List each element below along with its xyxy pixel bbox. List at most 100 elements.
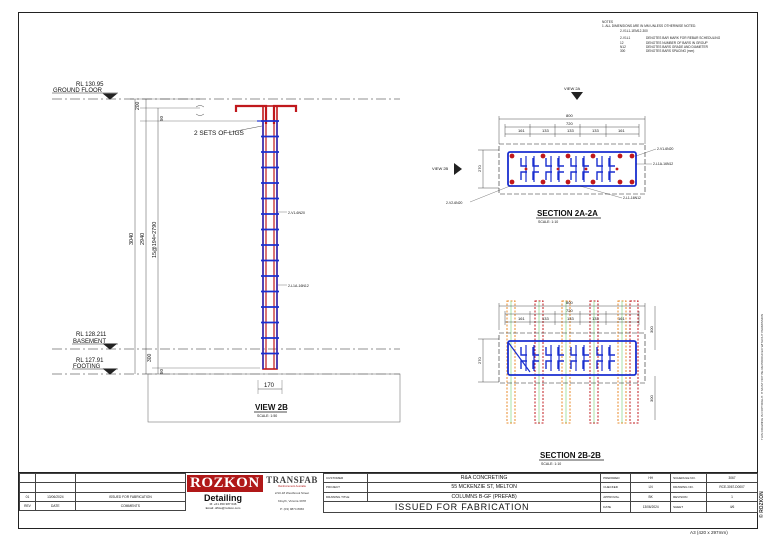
prepared-value: HH — [630, 472, 672, 484]
prepared-label: PREPARED — [600, 472, 632, 484]
issue-status: ISSUED FOR FABRICATION — [322, 500, 602, 513]
link-bar — [608, 158, 615, 167]
rl-footing: RL 127.91 — [76, 358, 104, 364]
rebar-dot — [629, 153, 635, 159]
sheet-size: A3 (420 x 297mm) — [690, 530, 728, 535]
copyright-text: THIS DRAWING IS COPYRIGHT. IT MUST NOT B… — [760, 313, 764, 440]
sa-l1b-label: 2-L1-16N12 — [623, 196, 641, 200]
link-bar — [520, 360, 527, 369]
section-2a: VIEW 2A VIEW 2B 800 720 161 133 133 133 … — [432, 86, 674, 224]
link-bar — [545, 171, 552, 180]
drawing-no-value: RCE-3067-D0007 — [706, 482, 758, 493]
section-2a-title: SECTION 2A-2A — [537, 209, 598, 218]
sb-dim-1: 161 — [518, 316, 525, 321]
sb-dim-5: 161 — [618, 316, 625, 321]
link-bar — [570, 347, 577, 356]
sa-dim-4: 133 — [592, 128, 599, 133]
side-margin: THIS DRAWING IS COPYRIGHT. IT MUST NOT B… — [759, 290, 767, 520]
section-2b-scale: SCALE: 1:10 — [541, 462, 561, 466]
link-bar — [545, 347, 552, 356]
rebar-dot — [524, 167, 528, 171]
sa-dim-inner: 720 — [566, 121, 573, 126]
notes-title: NOTES — [602, 20, 613, 24]
basement-label: BASEMENT — [73, 339, 106, 345]
rebar-dot — [590, 153, 596, 159]
customer-label: CUSTOMER — [323, 472, 368, 484]
dim-50-top: 50 — [159, 115, 164, 121]
rl-top: RL 130.95 — [76, 82, 104, 88]
rebar-dot — [509, 153, 515, 159]
sa-v1-label: 2-V1-6N20 — [657, 147, 674, 151]
revision-row — [19, 472, 187, 484]
rebar-dot — [617, 153, 623, 159]
link-bar — [582, 171, 589, 180]
sb-dim-3: 133 — [567, 316, 574, 321]
rozkon-logo: ROZKON Detailing M: +61 450 387 646 Emai… — [187, 475, 263, 511]
side-brand: © ROZKON — [759, 491, 765, 518]
schedule-value: 3067 — [706, 472, 758, 484]
link-bar — [557, 171, 564, 180]
link-bar — [545, 360, 552, 369]
sb-dim-overall: 800 — [566, 300, 573, 305]
project-label: PROJECT — [323, 482, 368, 493]
sb-dim-inner: 720 — [566, 308, 573, 313]
rebar-dot — [540, 179, 546, 185]
link-bar — [532, 158, 539, 167]
transfab-logo: TRANSFAB Reinforcement Australia 2/10-18… — [263, 475, 321, 511]
ligs-label: 2 SETS OF LIGS — [194, 130, 245, 137]
link-bar — [520, 347, 527, 356]
link-bar — [596, 171, 603, 180]
dim-50-bottom: 50 — [159, 368, 164, 374]
link-bar — [557, 158, 564, 167]
link-bar — [557, 347, 564, 356]
rl-basement: RL 128.211 — [76, 332, 107, 338]
sb-dim-2: 133 — [542, 316, 549, 321]
dim-spacing: 15@194=2790 — [152, 222, 158, 258]
rebar-dot — [540, 153, 546, 159]
section-2b-title: SECTION 2B-2B — [540, 451, 601, 460]
view-2b-scale: SCALE: 1:50 — [257, 414, 277, 418]
drawing-sheet — [18, 12, 758, 529]
rozkon-name: ROZKON — [187, 475, 263, 492]
revision-value: 1 — [706, 491, 758, 502]
link-bar — [582, 347, 589, 356]
transfab-addr1: 2/10-18 Westbrook Street — [274, 491, 310, 495]
ground-floor-label: GROUND FLOOR — [53, 88, 103, 94]
sb-dim-4: 133 — [592, 316, 599, 321]
sa-dim-2: 133 — [542, 128, 549, 133]
sa-dim-3: 133 — [567, 128, 574, 133]
link-bar — [520, 158, 527, 167]
checked-label: CHECKED — [600, 482, 632, 493]
dim-300: 300 — [147, 353, 153, 362]
rozkon-detailing: Detailing — [203, 493, 242, 503]
sheet-label: SHEET — [670, 500, 708, 513]
sa-dim-5: 161 — [618, 128, 625, 133]
link-bar — [582, 158, 589, 167]
date-label: DATE — [600, 500, 632, 513]
sb-dim-r2: 300 — [649, 395, 654, 402]
sb-dim-r1: 300 — [649, 326, 654, 333]
rebar-dot — [556, 167, 560, 171]
rebar-dot — [565, 153, 571, 159]
rebar-dot — [617, 179, 623, 185]
link-bar — [557, 360, 564, 369]
rozkon-mobile: M: +61 450 387 646 — [209, 502, 237, 506]
notes-example: 2-V1L1-1EM12-300 — [620, 28, 648, 33]
drawing-title-value: COLUMNS B-GF (PREFAB) — [366, 491, 602, 502]
dim-170: 170 — [264, 383, 275, 389]
elevation-view — [52, 92, 401, 423]
link-bar — [532, 360, 539, 369]
project-info-table: CUSTOMER R&A CONCRETING PREPARED HH SCHE… — [322, 472, 758, 513]
link-bar — [608, 171, 615, 180]
transfab-addr2: Kilsyth, Victoria 3978 — [278, 498, 306, 503]
dim-2940: 2940 — [140, 233, 146, 245]
sa-v2-label: 2-V2-6N20 — [446, 201, 463, 205]
link-bar — [608, 360, 615, 369]
dim-200: 200 — [135, 101, 141, 110]
